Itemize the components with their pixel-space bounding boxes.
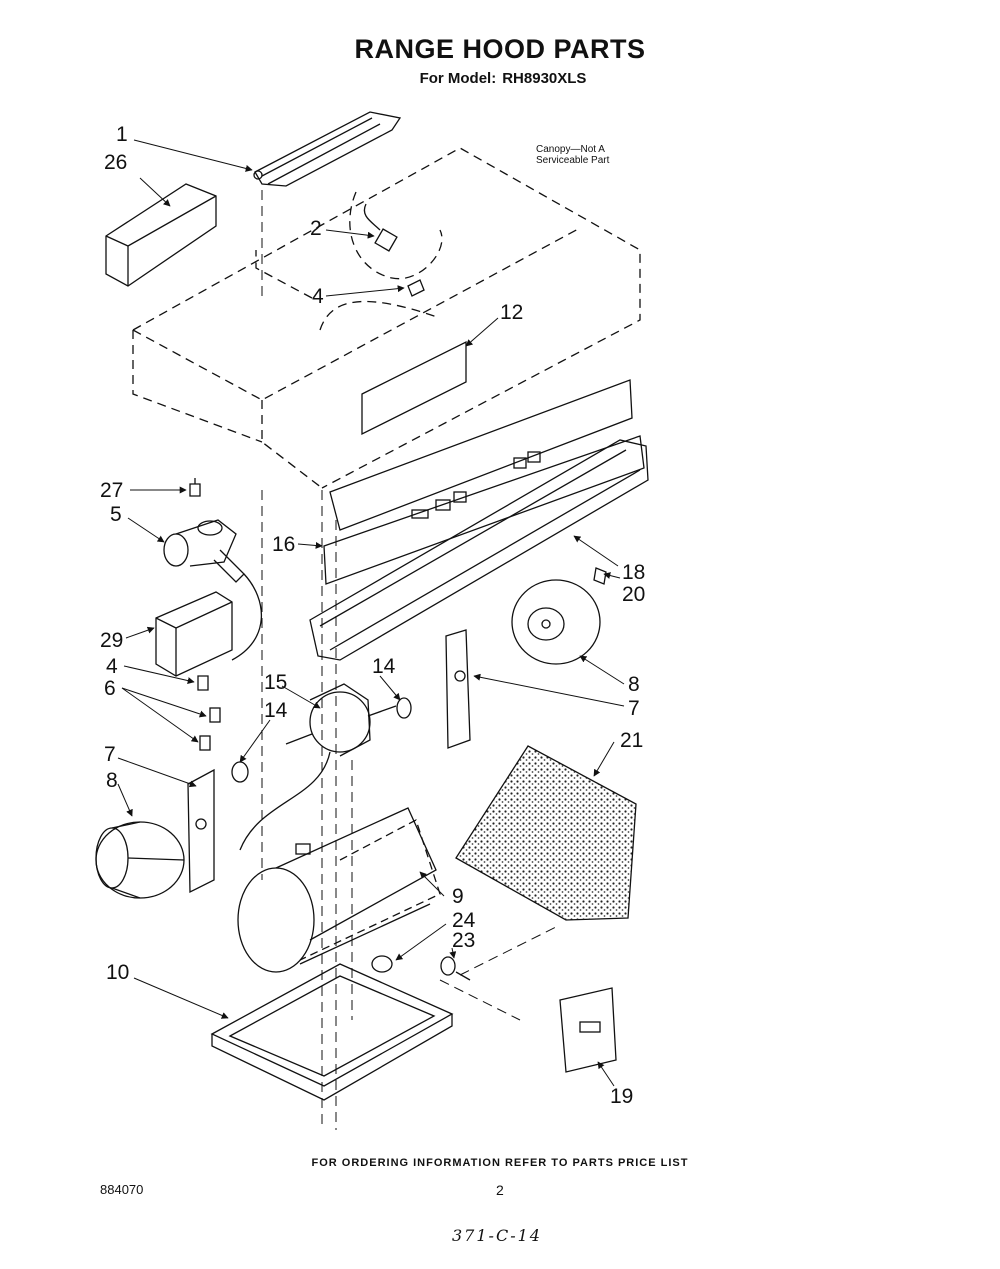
part-4-screw-lower (197, 675, 209, 691)
callout-26: 26 (104, 151, 128, 174)
page-number: 2 (496, 1182, 504, 1198)
callout-12: 12 (500, 301, 524, 324)
callout-18: 18 (622, 561, 646, 584)
callout-4-upper: 4 (312, 285, 324, 308)
part-24-knob (371, 955, 393, 973)
part-27-screw (189, 478, 201, 497)
callout-23: 23 (452, 929, 476, 952)
part-14-grommet-left (231, 761, 249, 783)
part-21-filter (455, 745, 637, 921)
callout-9: 9 (452, 885, 464, 908)
part-5-connector (163, 519, 263, 661)
part-8-wheel-right (511, 579, 601, 665)
callout-24: 24 (452, 909, 476, 932)
part-7-bracket-right (445, 629, 471, 749)
callout-14-right: 14 (372, 655, 396, 678)
part-10-pan (210, 963, 454, 1101)
part-1-light-channel (253, 111, 402, 187)
callout-2: 2 (310, 217, 322, 240)
callout-16: 16 (272, 533, 296, 556)
part-18-screw (593, 567, 607, 585)
ordering-info: FOR ORDERING INFORMATION REFER TO PARTS … (311, 1157, 689, 1169)
callout-29: 29 (100, 629, 124, 652)
part-26-bracket (105, 183, 217, 287)
part-23-switch (440, 956, 471, 981)
callout-4-lower: 4 (106, 655, 118, 678)
callout-arrows (117, 139, 625, 1087)
part-8-wheel-left (95, 821, 185, 899)
callout-20: 20 (622, 583, 646, 606)
callout-19: 19 (610, 1085, 634, 1108)
front-trim (309, 439, 649, 661)
model-number: RH8930XLS (502, 70, 587, 87)
part-9-housing (237, 807, 441, 973)
alignment-lines (261, 190, 561, 1130)
handwritten-code: 371-C-14 (452, 1226, 542, 1245)
callout-7-left: 7 (104, 743, 116, 766)
part-19-wiring-label (559, 987, 617, 1073)
callout-8-left: 8 (106, 769, 118, 792)
canopy-note-line2: Serviceable Part (536, 155, 610, 166)
canopy-note: Canopy—Not A Serviceable Part (536, 144, 609, 166)
model-label: For Model: (419, 70, 497, 87)
part-6-screws (199, 707, 221, 751)
callout-21: 21 (620, 729, 644, 752)
part-4-screw-upper (407, 279, 425, 297)
page-title: RANGE HOOD PARTS (354, 34, 646, 64)
part-2-switch (363, 203, 398, 252)
control-panel-strip (329, 379, 633, 531)
model-line: For Model: RH8930XLS (0, 70, 1000, 87)
callout-27: 27 (100, 479, 124, 502)
canopy-note-line1: Canopy—Not A (536, 144, 605, 155)
callout-10: 10 (106, 961, 130, 984)
part-7-bracket-left (187, 768, 215, 894)
callout-5: 5 (110, 503, 122, 526)
part-15-motor (239, 683, 397, 855)
document-number: 884070 (100, 1182, 144, 1197)
part-29-cover (155, 591, 233, 677)
part-12-lens (361, 340, 467, 436)
callout-7-right: 7 (628, 697, 640, 720)
callout-14-left: 14 (264, 699, 288, 722)
canopy-outline (132, 147, 641, 489)
callout-15: 15 (264, 671, 288, 694)
callout-6: 6 (104, 677, 116, 700)
callout-8-right: 8 (628, 673, 640, 696)
part-14-grommet-right (396, 697, 412, 719)
callout-1: 1 (116, 123, 128, 146)
part-16-panel (323, 435, 645, 585)
